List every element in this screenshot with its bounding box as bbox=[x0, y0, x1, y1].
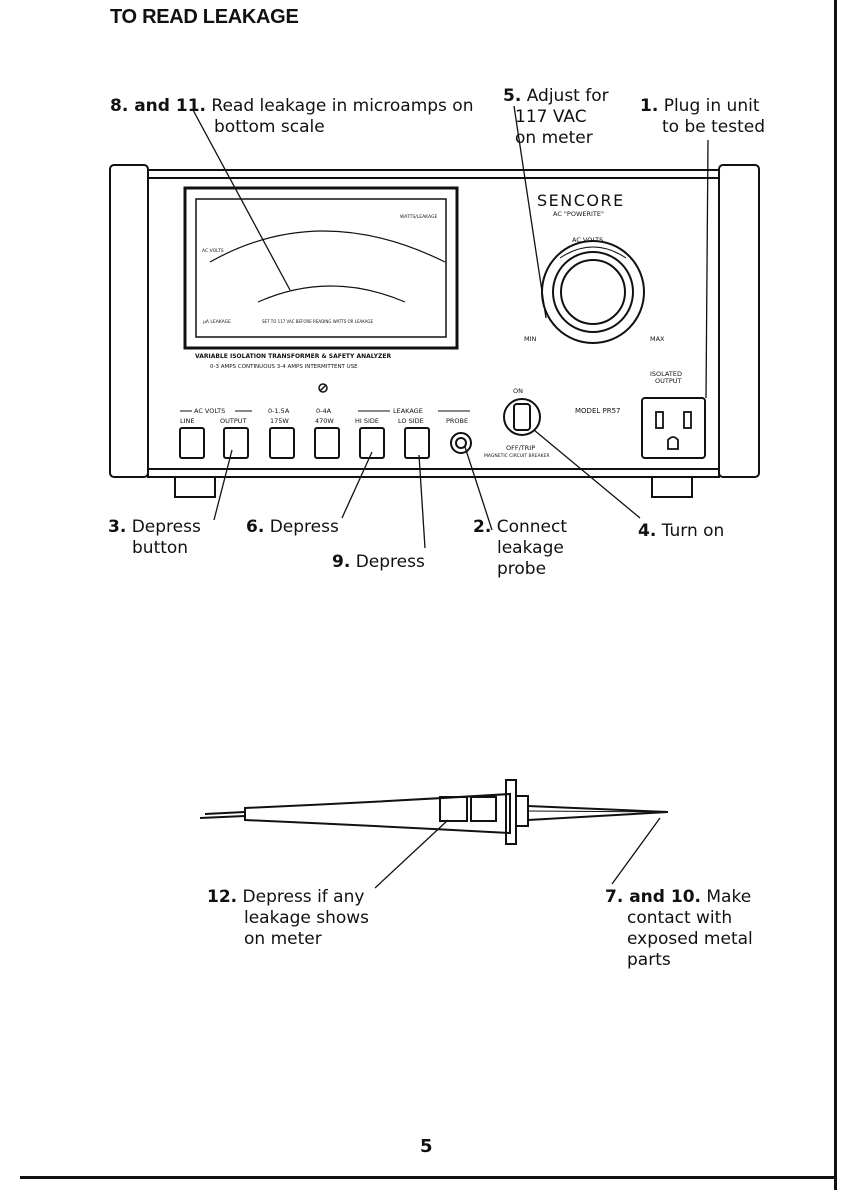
step-9: 9. Depress bbox=[332, 552, 425, 572]
step-4: 4. Turn on bbox=[638, 521, 725, 541]
probe-jack bbox=[450, 432, 472, 454]
meter-bottom-arc bbox=[257, 285, 406, 303]
button-label-470w: 470W bbox=[315, 417, 334, 425]
meter-left-label: AC VOLTS bbox=[202, 248, 224, 254]
left-foot bbox=[174, 477, 216, 498]
meter-bottom-label: µA LEAKAGE bbox=[203, 319, 231, 325]
knob-label: AC VOLTS bbox=[572, 236, 603, 244]
breaker-label: MAGNETIC CIRCUIT BREAKER bbox=[484, 453, 550, 459]
button-4a bbox=[314, 427, 340, 459]
step-2: 2. Connect leakage probe bbox=[473, 517, 567, 579]
step-5: 5. Adjust for 117 VAC on meter bbox=[503, 86, 609, 148]
isolated-label-1: ISOLATED bbox=[650, 370, 682, 378]
button-label-4a: 0-4A bbox=[316, 407, 332, 415]
meter-note: SET TO 117 VAC BEFORE READING WATTS OR L… bbox=[262, 319, 374, 324]
meter-needle bbox=[192, 109, 291, 291]
meter-top-arc bbox=[209, 230, 446, 263]
button-line bbox=[179, 427, 205, 459]
button-label-1-5a: 0-1.5A bbox=[268, 407, 290, 415]
group-ac-label: AC VOLTS bbox=[194, 407, 225, 415]
knob-mid bbox=[552, 251, 634, 333]
isolated-outlet bbox=[641, 397, 706, 459]
product-name: AC "POWERITE" bbox=[553, 210, 604, 218]
button-label-line: LINE bbox=[180, 417, 195, 425]
right-foot bbox=[651, 477, 693, 498]
left-handle bbox=[109, 164, 149, 478]
knob-max: MAX bbox=[650, 335, 665, 343]
cabinet bbox=[147, 169, 720, 478]
group-leak-label: LEAKAGE bbox=[393, 407, 423, 415]
brand-name: SENCORE bbox=[537, 191, 625, 210]
button-lo-side bbox=[404, 427, 430, 459]
switch-off: OFF/TRIP bbox=[506, 444, 535, 452]
button-label-hi-side: HI SIDE bbox=[355, 417, 379, 425]
meter-bezel bbox=[183, 186, 459, 350]
step-12: 12. Depress if any leakage shows on mete… bbox=[207, 887, 370, 949]
knob-min: MIN bbox=[524, 335, 537, 343]
step-6: 6. Depress bbox=[246, 517, 339, 537]
step-8-11: 8. and 11. Read leakage in microamps on … bbox=[110, 96, 474, 137]
probe-handle bbox=[244, 792, 511, 835]
page-right-border bbox=[834, 0, 837, 1190]
button-1-5a bbox=[269, 427, 295, 459]
button-label-175w: 175W bbox=[270, 417, 289, 425]
button-output bbox=[223, 427, 249, 459]
panel-sub: 0-3 AMPS CONTINUOUS 3-4 AMPS INTERMITTEN… bbox=[210, 364, 358, 370]
isolated-label-2: OUTPUT bbox=[655, 377, 682, 385]
switch-on: ON bbox=[513, 387, 523, 395]
page-title: TO READ LEAKAGE bbox=[110, 6, 299, 28]
page-bottom-border bbox=[20, 1176, 837, 1179]
button-hi-side bbox=[359, 427, 385, 459]
step-7-10: 7. and 10. Make contact with exposed met… bbox=[605, 887, 753, 970]
meter-top-label: WATTS/LEAKAGE bbox=[400, 214, 438, 220]
probe-nut bbox=[515, 795, 529, 827]
meter-face bbox=[195, 198, 447, 338]
right-handle bbox=[718, 164, 760, 478]
probe-button-2 bbox=[470, 796, 497, 822]
knob-outer bbox=[541, 240, 645, 344]
button-label-lo-side: LO SIDE bbox=[398, 417, 424, 425]
button-label-output: OUTPUT bbox=[220, 417, 247, 425]
page-number: 5 bbox=[420, 1136, 433, 1157]
knob-inner bbox=[560, 259, 626, 325]
step-3: 3. Depress button bbox=[108, 517, 201, 558]
probe-button-1 bbox=[439, 796, 468, 822]
panel-title: VARIABLE ISOLATION TRANSFORMER & SAFETY … bbox=[195, 353, 391, 360]
probe-label: PROBE bbox=[446, 417, 468, 425]
step-1: 1. Plug in unit to be tested bbox=[640, 96, 766, 137]
zero-adjust-screw bbox=[318, 383, 328, 393]
breaker-switch bbox=[503, 398, 541, 436]
probe-tip bbox=[527, 805, 669, 821]
model-label: MODEL PR57 bbox=[575, 407, 620, 415]
